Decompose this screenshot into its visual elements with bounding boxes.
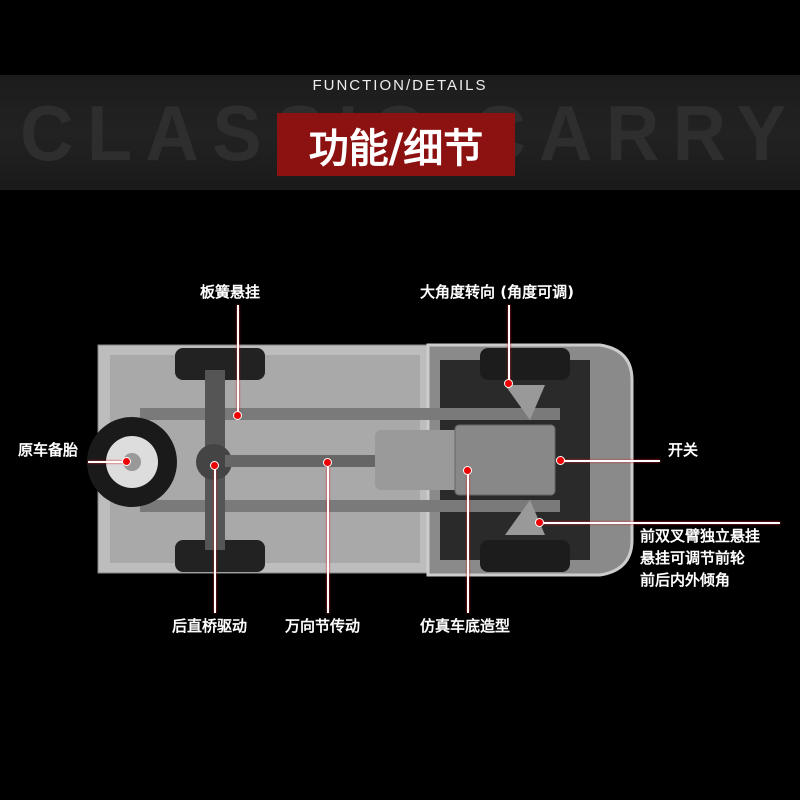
- label-front-suspension-2: 悬挂可调节前轮: [640, 549, 746, 567]
- universal-joint-dot: [323, 458, 332, 467]
- steering-line: [508, 305, 510, 383]
- subtitle: FUNCTION/DETAILS: [312, 77, 488, 94]
- leaf-spring-line: [237, 305, 239, 415]
- spare-tire-line: [88, 461, 128, 463]
- front-arm-bottom: [505, 500, 545, 535]
- label-front-suspension-1: 前双叉臂独立悬挂: [640, 527, 761, 545]
- label-chassis: 仿真车底造型: [420, 617, 511, 635]
- rear-axle-line: [214, 465, 216, 613]
- page-title: 功能/细节: [277, 113, 515, 176]
- rear-axle-dot: [210, 461, 219, 470]
- front-suspension-dot: [535, 518, 544, 527]
- label-spare-tire: 原车备胎: [18, 441, 79, 459]
- spare-tire-dot: [122, 457, 131, 466]
- steering-dot: [504, 379, 513, 388]
- universal-joint-line: [327, 462, 329, 613]
- front-arm-top: [505, 385, 545, 420]
- frame-rail-top: [140, 408, 560, 420]
- chassis-line: [467, 470, 469, 613]
- rear-wheel-bottom: [175, 540, 265, 572]
- label-switch: 开关: [668, 441, 699, 459]
- frame-rail-bottom: [140, 500, 560, 512]
- gearbox-cover: [454, 424, 556, 496]
- switch-line: [560, 460, 660, 462]
- label-rear-axle: 后直桥驱动: [172, 617, 248, 635]
- chassis-dot: [463, 466, 472, 475]
- front-wheel-bottom: [480, 540, 570, 572]
- driveshaft: [225, 455, 380, 467]
- motor: [375, 430, 460, 490]
- switch-dot: [556, 456, 565, 465]
- label-universal-joint: 万向节传动: [285, 617, 361, 635]
- leaf-spring-dot: [233, 411, 242, 420]
- label-leaf-spring: 板簧悬挂: [200, 283, 261, 301]
- label-front-suspension-3: 前后内外倾角: [640, 571, 731, 589]
- label-steering: 大角度转向 (角度可调): [420, 283, 574, 301]
- front-wheel-top: [480, 348, 570, 380]
- front-suspension-line: [540, 522, 780, 524]
- page-title-text: 功能/细节: [308, 125, 484, 172]
- rear-wheel-top: [175, 348, 265, 380]
